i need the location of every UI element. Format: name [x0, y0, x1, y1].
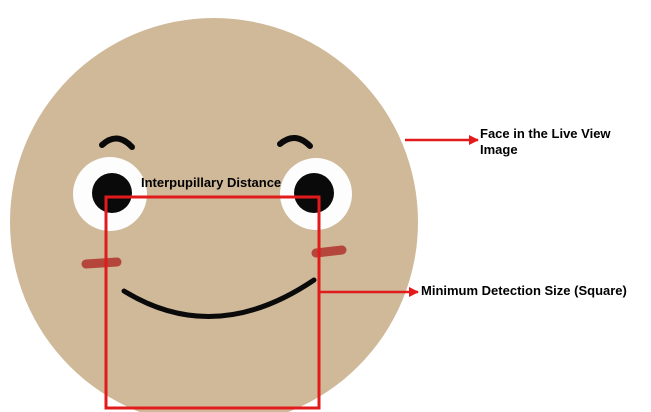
face-circle: [10, 18, 418, 412]
left-pupil: [92, 173, 132, 213]
minimum-detection-size-label: Minimum Detection Size (Square): [421, 283, 627, 299]
interpupillary-distance-label: Interpupillary Distance: [141, 175, 281, 191]
right-pupil: [294, 173, 334, 213]
left-blush: [86, 262, 117, 264]
face-in-live-view-label: Face in the Live View Image: [480, 126, 640, 158]
